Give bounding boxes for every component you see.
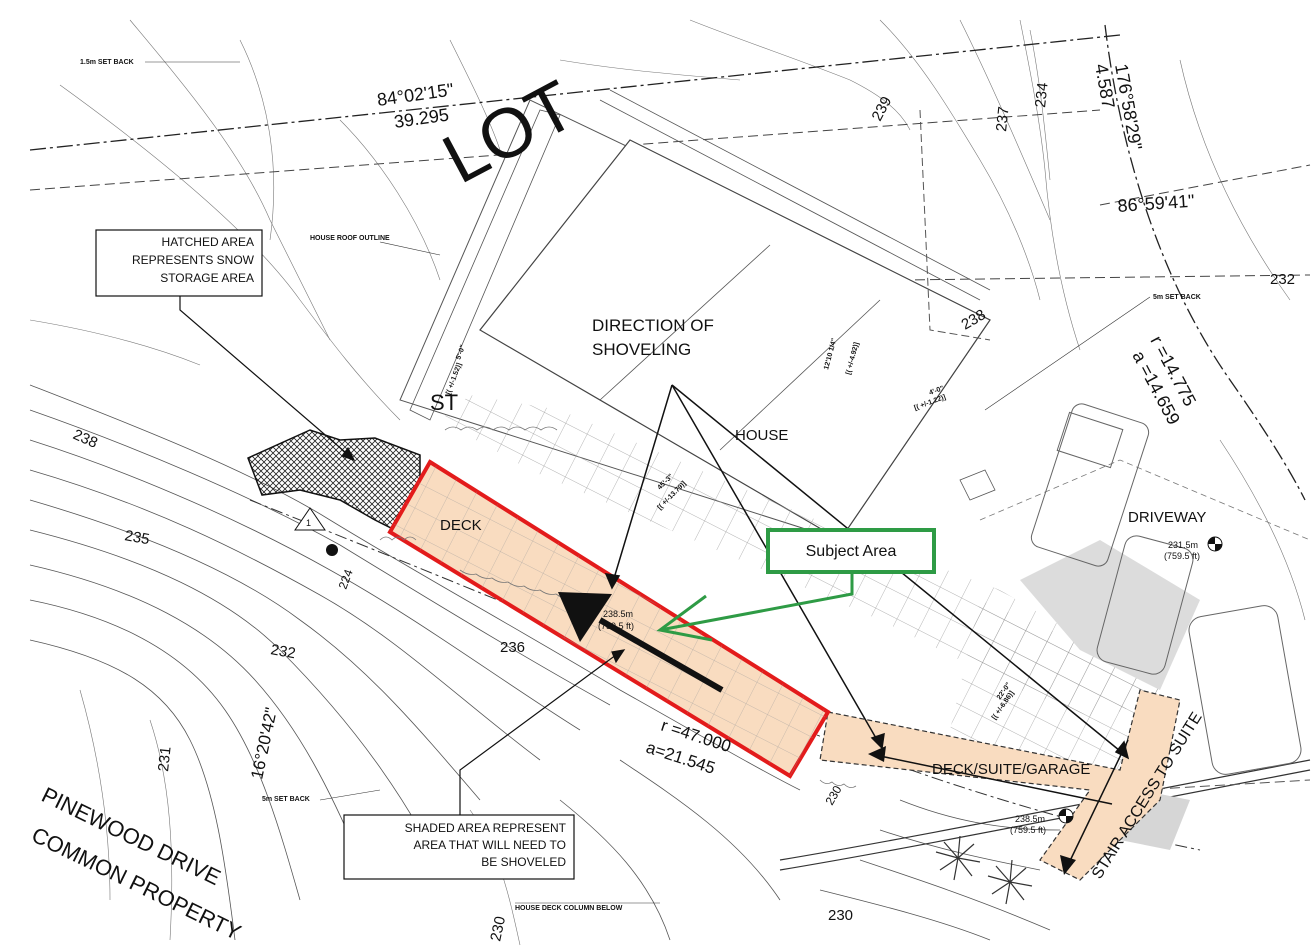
svg-text:224: 224 bbox=[336, 567, 356, 591]
house-roof-outline-note: HOUSE ROOF OUTLINE bbox=[310, 235, 390, 242]
svg-text:230: 230 bbox=[828, 907, 853, 924]
setback-top-note: 1.5m SET BACK bbox=[80, 59, 134, 66]
direction-line2: SHOVELING bbox=[592, 340, 691, 359]
hatched-note-line1: HATCHED AREA bbox=[162, 235, 254, 249]
svg-text:239: 239 bbox=[869, 94, 896, 124]
svg-text:5'-0": 5'-0" bbox=[455, 344, 467, 361]
shoveling-arrows bbox=[558, 592, 1129, 875]
svg-text:4'-0": 4'-0" bbox=[928, 385, 945, 397]
elev-drive-ft: (759.5 ft) bbox=[1164, 551, 1200, 561]
shaded-area-callout: SHADED AREA REPRESENT AREA THAT WILL NEE… bbox=[343, 814, 575, 880]
note-leaders bbox=[179, 296, 626, 815]
shaded-note-line2: AREA THAT WILL NEED TO bbox=[414, 838, 567, 852]
reference-triangle bbox=[294, 507, 326, 531]
elev-deck: 238.5m bbox=[603, 609, 633, 619]
svg-text:230: 230 bbox=[487, 915, 509, 943]
tree-symbols bbox=[935, 835, 1033, 905]
elev-suite-ft: (759.5 ft) bbox=[1010, 825, 1046, 835]
shaded-note-line1: SHADED AREA REPRESENT bbox=[405, 821, 567, 835]
elev-drive: 231.5m bbox=[1168, 540, 1198, 550]
svg-text:231: 231 bbox=[155, 746, 175, 773]
direction-of-shoveling-label: DIRECTION OF SHOVELING bbox=[592, 316, 714, 359]
deck-suite-garage-label: DECK/SUITE/GARAGE bbox=[932, 761, 1090, 778]
svg-text:236: 236 bbox=[500, 639, 525, 656]
direction-line1: DIRECTION OF bbox=[592, 316, 714, 335]
property-lines bbox=[29, 24, 1311, 871]
bearing-right2: 86°59'41" bbox=[1117, 191, 1195, 216]
survey-point-marker bbox=[326, 544, 338, 556]
setback-bottom-note: 5m SET BACK bbox=[262, 796, 310, 803]
house-label: HOUSE bbox=[735, 427, 788, 444]
svg-text:235: 235 bbox=[123, 527, 151, 548]
street-label-partial: ST bbox=[430, 390, 458, 415]
svg-text:232: 232 bbox=[269, 641, 297, 662]
vehicle-outlines bbox=[1030, 403, 1302, 775]
svg-text:237: 237 bbox=[993, 106, 1013, 133]
elevation-marker-suite bbox=[1058, 808, 1074, 824]
hatched-note-line2: REPRESENTS SNOW bbox=[132, 253, 255, 267]
subject-area-pointer bbox=[656, 572, 854, 642]
hatched-area-callout: HATCHED AREA REPRESENTS SNOW STORAGE ARE… bbox=[95, 229, 263, 297]
shaded-area-walkway bbox=[819, 689, 1181, 881]
subject-area-label: Subject Area bbox=[806, 543, 897, 560]
svg-text:232: 232 bbox=[1270, 271, 1295, 288]
svg-text:230: 230 bbox=[822, 783, 844, 808]
subject-area-box: Subject Area bbox=[766, 528, 936, 574]
reference-triangle-number: 1 bbox=[306, 518, 311, 528]
setback-right-note: 5m SET BACK bbox=[1153, 294, 1201, 301]
elevation-marker-drive bbox=[1207, 536, 1223, 552]
hatched-note-line3: STORAGE AREA bbox=[160, 271, 254, 285]
shaded-note-line3: BE SHOVELED bbox=[481, 855, 566, 869]
deck-label: DECK bbox=[440, 517, 482, 534]
bearing-left: 16°20'42" bbox=[247, 706, 281, 781]
driveway-label: DRIVEWAY bbox=[1128, 509, 1206, 526]
house-deck-column-note: HOUSE DECK COLUMN BELOW bbox=[515, 905, 623, 912]
elev-suite: 238.5m bbox=[1015, 814, 1045, 824]
svg-text:234: 234 bbox=[1032, 82, 1052, 109]
svg-text:238: 238 bbox=[70, 426, 100, 452]
snow-storage-hatched-area bbox=[247, 429, 421, 531]
